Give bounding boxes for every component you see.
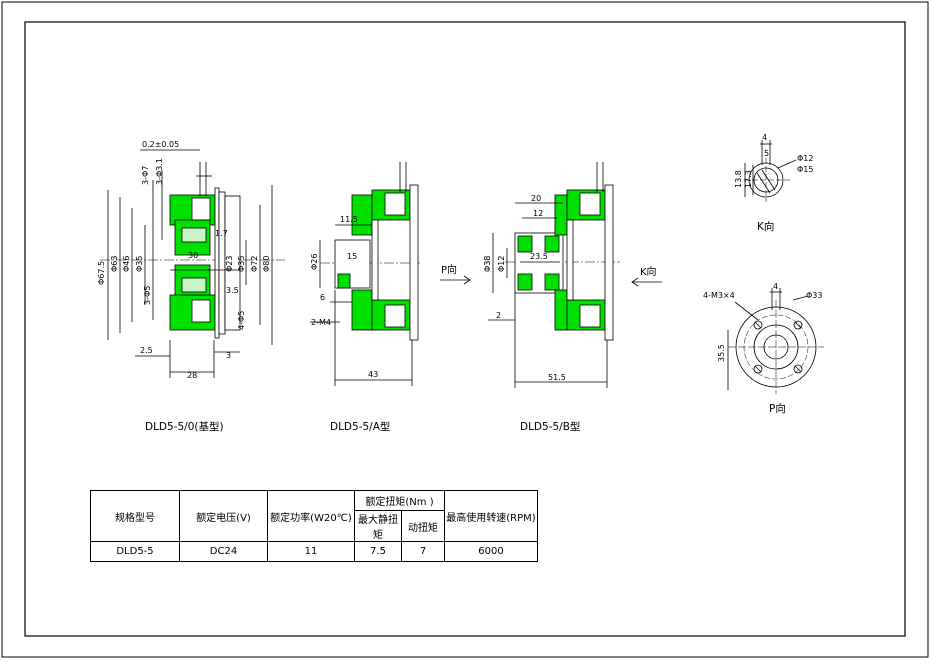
dim-label: 2-M4 [311, 318, 331, 327]
dim-label: Φ15 [797, 165, 813, 174]
dim-label: Φ63 [110, 256, 119, 272]
dim-label: 3.5 [226, 286, 239, 295]
k-arrow [631, 277, 662, 287]
dim-label: 13.8 [734, 170, 743, 188]
header-torque-static: 最大静扭矩 [354, 510, 402, 542]
dim-label: Φ35 [135, 256, 144, 272]
dim-label: Φ35 [237, 256, 246, 272]
base-view-labels: 0.2±0.05 3-Φ7 3-Φ3.1 Φ67.5 Φ63 Φ46 Φ35 3… [97, 140, 271, 380]
header-speed: 最高使用转速(RPM) [444, 490, 538, 542]
header-voltage: 额定电压(V) [179, 490, 268, 542]
cell-power: 11 [267, 541, 355, 562]
type-a-labels: 11.5 Φ26 15 6 2-M4 43 [310, 215, 378, 379]
dim-label: 3-Φ3.1 [155, 158, 164, 185]
dim-label: 2.5 [140, 346, 153, 355]
cell-speed: 6000 [444, 541, 538, 562]
header-model: 规格型号 [90, 490, 180, 542]
table-row: DLD5-5 DC24 11 7.5 7 6000 [90, 541, 538, 562]
p-view-labels: 4-M3×4 4 Φ33 35.5 [703, 282, 822, 362]
p-arrow [440, 275, 471, 285]
dim-label: 4 [773, 282, 778, 291]
type-b-labels: 20 12 Φ38 Φ12 23.5 2 51.5 [483, 194, 566, 382]
caption-p-view: P向 [769, 402, 786, 415]
dim-label: Φ80 [262, 256, 271, 272]
dim-label: Φ33 [806, 291, 822, 300]
dim-label: 5 [764, 149, 769, 158]
arrow-p-label: P向 [441, 263, 457, 276]
dim-label: 23.5 [530, 252, 548, 261]
dim-label: 15 [347, 252, 357, 261]
header-power: 额定功率(W20℃) [267, 490, 355, 542]
p-view [727, 288, 824, 394]
type-a-view [310, 162, 420, 386]
dim-label: 4 [762, 133, 767, 142]
dim-label: 0.2±0.05 [142, 140, 179, 149]
caption-type-b: DLD5-5/B型 [520, 420, 580, 433]
dim-label: 4-Φ5 [237, 311, 246, 330]
dim-label: Φ26 [310, 254, 319, 270]
cell-voltage: DC24 [179, 541, 268, 562]
caption-base: DLD5-5/0(基型) [145, 420, 224, 433]
inner-frame [24, 21, 906, 637]
dim-label: 3 [226, 351, 231, 360]
dim-label: Φ67.5 [97, 261, 106, 285]
dim-label: Φ12 [797, 154, 813, 163]
dim-label: 2 [496, 311, 501, 320]
dim-label: 1.7 [215, 229, 228, 238]
dim-label: 30 [188, 251, 198, 260]
cell-model: DLD5-5 [90, 541, 180, 562]
dim-label: 3-Φ7 [141, 166, 150, 185]
dim-label: 20 [531, 194, 541, 203]
caption-k-view: K向 [757, 220, 774, 233]
cell-torque-dynamic: 7 [401, 541, 445, 562]
k-view [744, 140, 797, 202]
dim-label: Φ46 [122, 256, 131, 272]
k-view-labels: 4 5 Φ12 Φ15 13.8 17.3 [734, 133, 813, 188]
dim-label: Φ23 [225, 256, 234, 272]
dim-label: 4-M3×4 [703, 291, 735, 300]
spec-table: 规格型号 额定电压(V) 额定功率(W20℃) 额定扭矩(Nm ) 最高使用转速… [90, 490, 538, 562]
dim-label: 43 [368, 370, 378, 379]
header-torque: 额定扭矩(Nm ) [354, 490, 445, 511]
caption-type-a: DLD5-5/A型 [330, 420, 390, 433]
dim-label: 35.5 [717, 344, 726, 362]
base-view [100, 149, 285, 378]
dim-label: Φ38 [483, 256, 492, 272]
dim-label: 11.5 [340, 215, 358, 224]
dim-label: 51.5 [548, 373, 566, 382]
dim-label: 28 [187, 371, 197, 380]
dim-label: 6 [320, 293, 325, 302]
header-torque-dynamic: 动扭矩 [401, 510, 445, 542]
dim-label: Φ12 [497, 256, 506, 272]
cell-torque-static: 7.5 [354, 541, 402, 562]
dim-label: Φ72 [250, 256, 259, 272]
dim-label: 12 [533, 209, 543, 218]
dim-label: 3-Φ5 [143, 286, 152, 305]
dim-label: 17.3 [744, 170, 753, 188]
arrow-k-label: K向 [640, 265, 657, 278]
type-b-view [488, 162, 620, 388]
